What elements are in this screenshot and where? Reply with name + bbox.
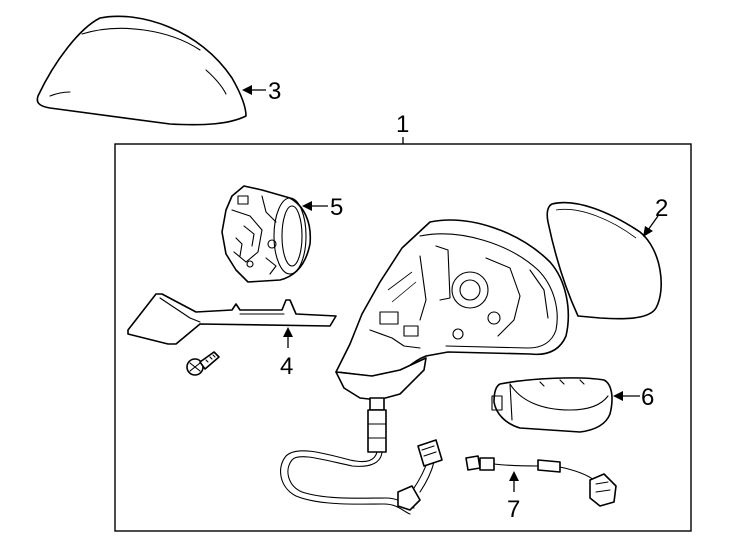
callout-5-leader [302, 201, 328, 211]
callout-3-label: 3 [268, 78, 281, 105]
callout-6-label: 6 [641, 384, 654, 411]
callout-5-label: 5 [330, 194, 343, 221]
assembly-frame [114, 143, 692, 532]
mirror-cover-part[interactable] [36, 15, 247, 126]
callout-6-leader [613, 391, 640, 401]
lamp-harness-part[interactable] [465, 455, 617, 507]
mirror-glass-part[interactable] [546, 201, 662, 320]
mirror-motor-part[interactable] [221, 185, 312, 283]
callout-3-leader [242, 85, 266, 95]
callout-7-label: 7 [507, 496, 520, 523]
mirror-harness[interactable] [280, 397, 443, 515]
callout-1-label: 1 [396, 111, 409, 138]
callout-2-leader [643, 215, 659, 237]
mirror-housing-part[interactable] [335, 219, 570, 401]
callout-4-leader [283, 327, 293, 348]
mirror-garnish-part[interactable] [127, 293, 337, 345]
turn-signal-lamp-part[interactable] [491, 377, 613, 433]
callout-7-leader [509, 471, 519, 492]
callout-2-label: 2 [655, 195, 668, 222]
callout-4-label: 4 [280, 353, 293, 380]
screw-part[interactable] [186, 351, 220, 376]
